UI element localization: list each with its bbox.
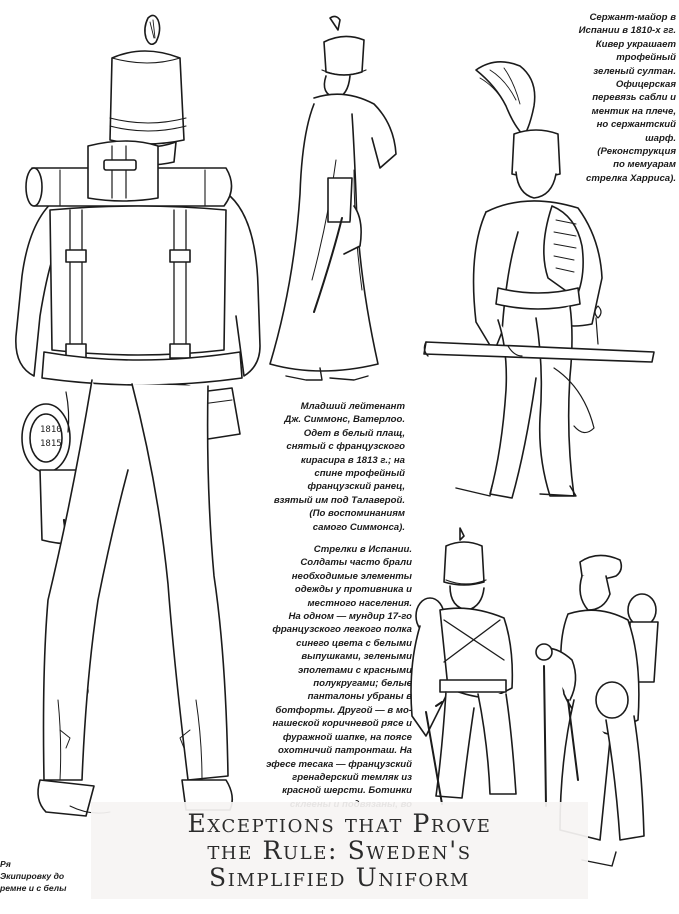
rifleman-back-figure (15, 14, 261, 817)
banner-title: Exceptions that Prove the Rule: Sweden's… (187, 809, 492, 892)
caption-bottom-left-partial: Ря Экипировку до ремне и с белы (0, 859, 67, 893)
sergeant-major-figure (423, 61, 655, 499)
canteen-mark: 1810 (40, 425, 62, 435)
svg-text:1815: 1815 (40, 439, 62, 449)
caption-lieutenant-simmons: Младший лейтенант Дж. Симмонс, Ватерлоо.… (273, 401, 405, 533)
caption-sergeant-major: Сержант-майор в Испании в 1810-х гг. Кив… (578, 12, 676, 184)
caption-riflemen-in-spain: Стрелки в Испании. Солдаты часто брали н… (266, 544, 412, 810)
title-banner: Exceptions that Prove the Rule: Sweden's… (91, 802, 588, 899)
two-riflemen-figure (410, 527, 659, 867)
lieutenant-figure (269, 15, 397, 381)
